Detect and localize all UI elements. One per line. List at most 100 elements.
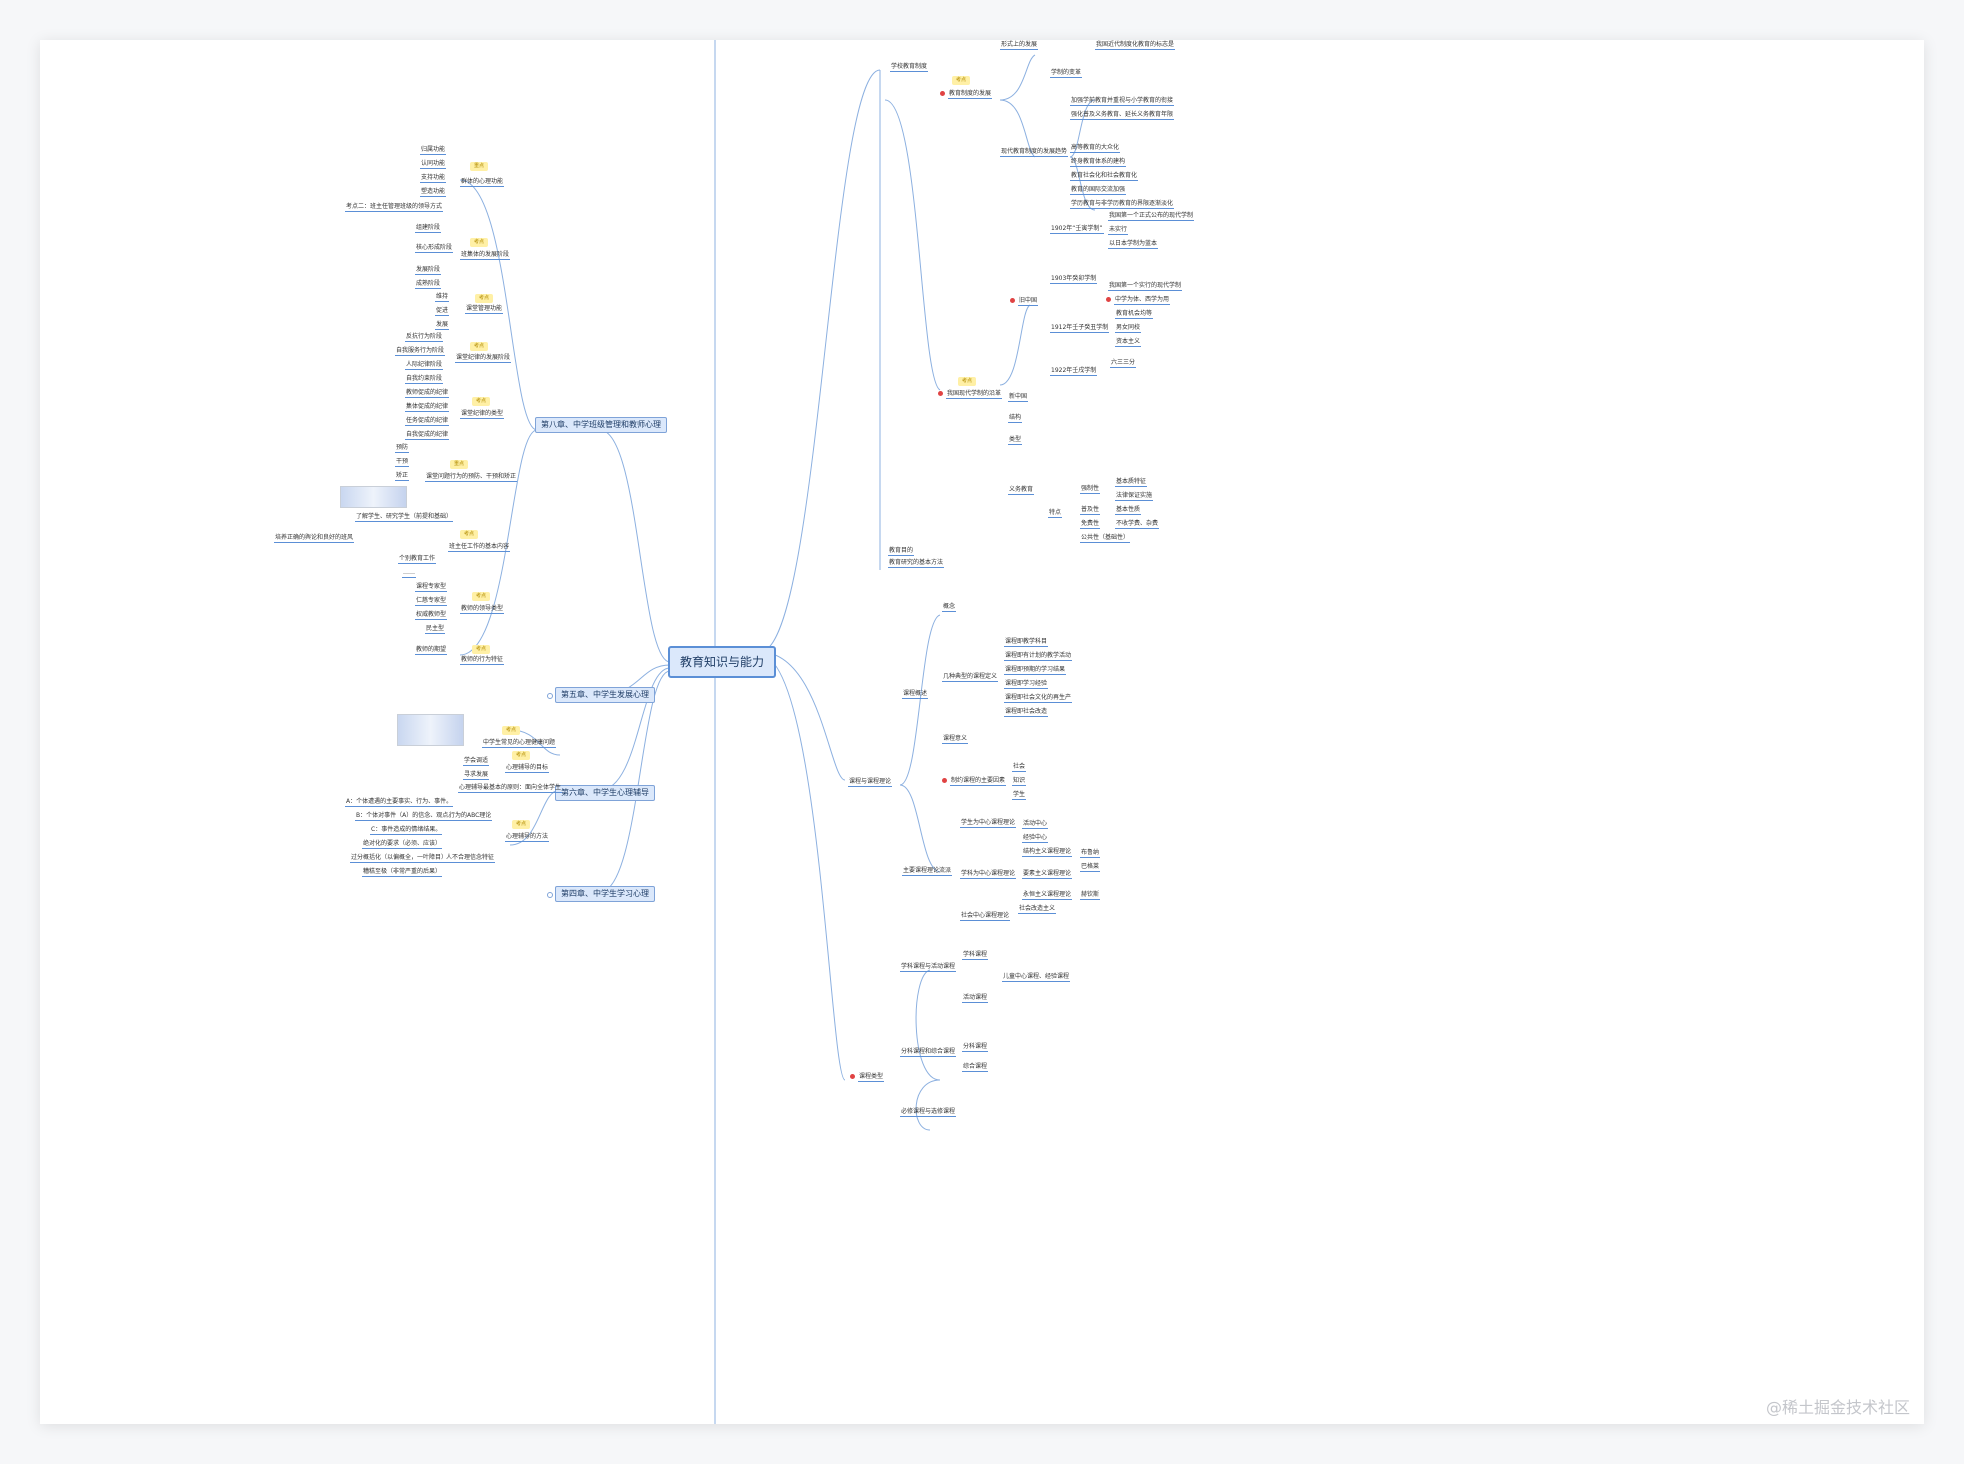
left-node[interactable]: 行为的ABC理论	[448, 812, 493, 821]
right-node[interactable]: 教育目的	[888, 547, 915, 556]
left-node[interactable]: 发展阶段	[415, 266, 442, 275]
right-node[interactable]: 课程即教学科目	[1004, 638, 1049, 647]
chapter-4[interactable]: 第四章、中学生学习心理	[555, 886, 655, 902]
right-node[interactable]: 主要课程理论流派	[902, 867, 953, 876]
left-node[interactable]: 促进	[435, 307, 450, 316]
right-node[interactable]: 社会改造主义	[1018, 905, 1057, 914]
right-node[interactable]: 1902年“壬寅学制”	[1050, 225, 1104, 234]
left-node[interactable]: 心理辅导最基本的原则：面向全体学生	[458, 784, 563, 793]
left-node[interactable]: 课堂纪律的类型	[460, 410, 505, 419]
right-node[interactable]: 学生为中心课程理论	[960, 819, 1017, 828]
left-node[interactable]: 组建阶段	[415, 224, 442, 233]
right-node[interactable]: 加强学前教育并重视与小学教育的衔接	[1070, 97, 1175, 106]
left-node[interactable]: 班集体的发展阶段	[460, 251, 511, 260]
left-node[interactable]: 集体促成的纪律	[405, 403, 450, 412]
left-node[interactable]: 民主型	[425, 625, 446, 634]
right-node[interactable]: 学历教育与非学历教育的界限逐渐淡化	[1070, 200, 1175, 209]
right-node[interactable]: 永恒主义课程理论	[1022, 891, 1073, 900]
left-node[interactable]: 考点二：班主任管理班级的领导方式	[345, 203, 444, 212]
right-node[interactable]: 学制的变革	[1050, 69, 1083, 78]
attached-image[interactable]	[340, 486, 407, 508]
right-node[interactable]: 知识	[1012, 777, 1027, 786]
left-node[interactable]: 自我服务行为阶段	[395, 347, 446, 356]
left-node[interactable]: 过分概括化（以偏概全，一叶障目）	[350, 854, 449, 863]
right-node[interactable]: 中学为体、西学为用	[1114, 296, 1171, 305]
right-node[interactable]: 课程概述	[902, 690, 929, 699]
left-node[interactable]: 仁慈专家型	[415, 597, 448, 606]
right-node[interactable]: 强制性	[1080, 485, 1101, 494]
left-node[interactable]: 支持功能	[420, 174, 447, 183]
right-node[interactable]: 1922年壬戌学制	[1050, 367, 1098, 376]
right-node[interactable]: 学校教育制度	[890, 63, 929, 72]
right-node[interactable]: 社会	[1012, 763, 1027, 772]
right-node[interactable]: 社会中心课程理论	[960, 912, 1011, 921]
left-node[interactable]: B：个体对事件（A）的信念、观点。	[355, 812, 456, 821]
collapse-toggle[interactable]	[547, 693, 553, 699]
right-node[interactable]: 不收学费、杂费	[1115, 520, 1160, 529]
right-node[interactable]: 我国现代学制的沿革	[946, 390, 1003, 399]
right-node[interactable]: 特点	[1048, 509, 1063, 518]
right-node[interactable]: 教育研究的基本方法	[888, 559, 945, 568]
right-node[interactable]: 课程意义	[942, 735, 969, 744]
left-node[interactable]: C：事件造成的情绪结果。	[370, 826, 443, 835]
right-node[interactable]: 1903年癸卯学制	[1050, 275, 1098, 284]
left-node[interactable]: 教师的行为特征	[460, 656, 505, 665]
right-node[interactable]: 儿童中心课程、经验课程	[1002, 973, 1071, 982]
left-node[interactable]: 教师的期望	[415, 646, 448, 655]
right-node[interactable]: 基本质特征	[1115, 478, 1148, 487]
left-node[interactable]: 群体的心理功能	[460, 178, 505, 187]
left-node[interactable]: 成熟阶段	[415, 280, 442, 289]
left-node[interactable]: 权威教师型	[415, 611, 448, 620]
left-node[interactable]: 个别教育工作	[398, 555, 437, 564]
left-node[interactable]: 自我约束阶段	[405, 375, 444, 384]
right-node[interactable]: 新中国	[1008, 393, 1029, 402]
left-node[interactable]: 寻求发展	[463, 771, 490, 780]
left-node[interactable]: 任务促成的纪律	[405, 417, 450, 426]
left-node[interactable]: 班主任工作的基本内容	[448, 543, 511, 552]
right-node[interactable]: 教育制度的发展	[948, 90, 993, 99]
left-node[interactable]: 心理辅导的目标	[505, 764, 550, 773]
right-node[interactable]: 几种典型的课程定义	[942, 673, 999, 682]
right-node[interactable]: 要素主义课程理论	[1022, 870, 1073, 879]
chapter-6[interactable]: 第六章、中学生心理辅导	[555, 785, 655, 801]
right-node[interactable]: 强化普及义务教育、延长义务教育年限	[1070, 111, 1175, 120]
right-node[interactable]: 教育社会化和社会教育化	[1070, 172, 1139, 181]
left-node[interactable]: 预防	[395, 444, 410, 453]
right-node[interactable]: 学生	[1012, 791, 1027, 800]
left-node[interactable]: 核心形成阶段	[415, 244, 454, 253]
right-node[interactable]: 综合课程	[962, 1063, 989, 1072]
left-node[interactable]: 教师的领导类型	[460, 605, 505, 614]
left-node[interactable]: 心理辅导的方法	[505, 833, 550, 842]
right-node[interactable]: 高等教育的大众化	[1070, 144, 1121, 153]
left-node[interactable]: 塑造功能	[420, 188, 447, 197]
right-node[interactable]: 巴格莱	[1080, 863, 1101, 872]
right-node[interactable]: 制约课程的主要因素	[950, 777, 1007, 786]
left-node[interactable]: 矫正	[395, 472, 410, 481]
right-node[interactable]: 我国近代制度化教育的标志是	[1095, 41, 1176, 50]
right-node[interactable]: 1912年壬子癸丑学制	[1050, 324, 1110, 333]
right-node[interactable]: 概念	[942, 603, 957, 612]
right-node[interactable]: 现代教育制度的发展趋势	[1000, 148, 1069, 157]
right-node[interactable]: 课程即社会文化的再生产	[1004, 694, 1073, 703]
chapter-8[interactable]: 第八章、中学班级管理和教师心理	[535, 417, 667, 433]
left-node[interactable]: 维持	[435, 293, 450, 302]
left-node[interactable]: 糟糕至极（非常严重的后果）	[362, 868, 443, 877]
right-node[interactable]: 经验中心	[1022, 834, 1049, 843]
right-node[interactable]: 六三三分	[1110, 359, 1137, 368]
left-node[interactable]: 课堂问题行为的预防、干预和矫正	[425, 473, 518, 482]
right-node[interactable]: 课程与课程理论	[848, 778, 893, 787]
right-node[interactable]: 旧中国	[1018, 297, 1039, 306]
right-node[interactable]: 课程即学习经验	[1004, 680, 1049, 689]
left-node[interactable]: 了解学生、研究学生（前提和基础）	[355, 513, 454, 522]
right-node[interactable]: 活动课程	[962, 994, 989, 1003]
right-node[interactable]: 形式上的发展	[1000, 41, 1039, 50]
right-node[interactable]: 我国第一个正式公布的现代学制	[1108, 212, 1195, 221]
left-node[interactable]: 学会调适	[463, 757, 490, 766]
left-node[interactable]: 人际纪律阶段	[405, 361, 444, 370]
right-node[interactable]: 我国第一个实行的现代学制	[1108, 282, 1183, 291]
left-node[interactable]: 培养正确的舆论和良好的班风	[274, 534, 355, 543]
left-node[interactable]: 反抗行为阶段	[405, 333, 444, 342]
right-node[interactable]: 资本主义	[1115, 338, 1142, 347]
left-node[interactable]: 绝对化的要求（必须、应该）	[362, 840, 443, 849]
right-node[interactable]: 学科课程	[962, 951, 989, 960]
